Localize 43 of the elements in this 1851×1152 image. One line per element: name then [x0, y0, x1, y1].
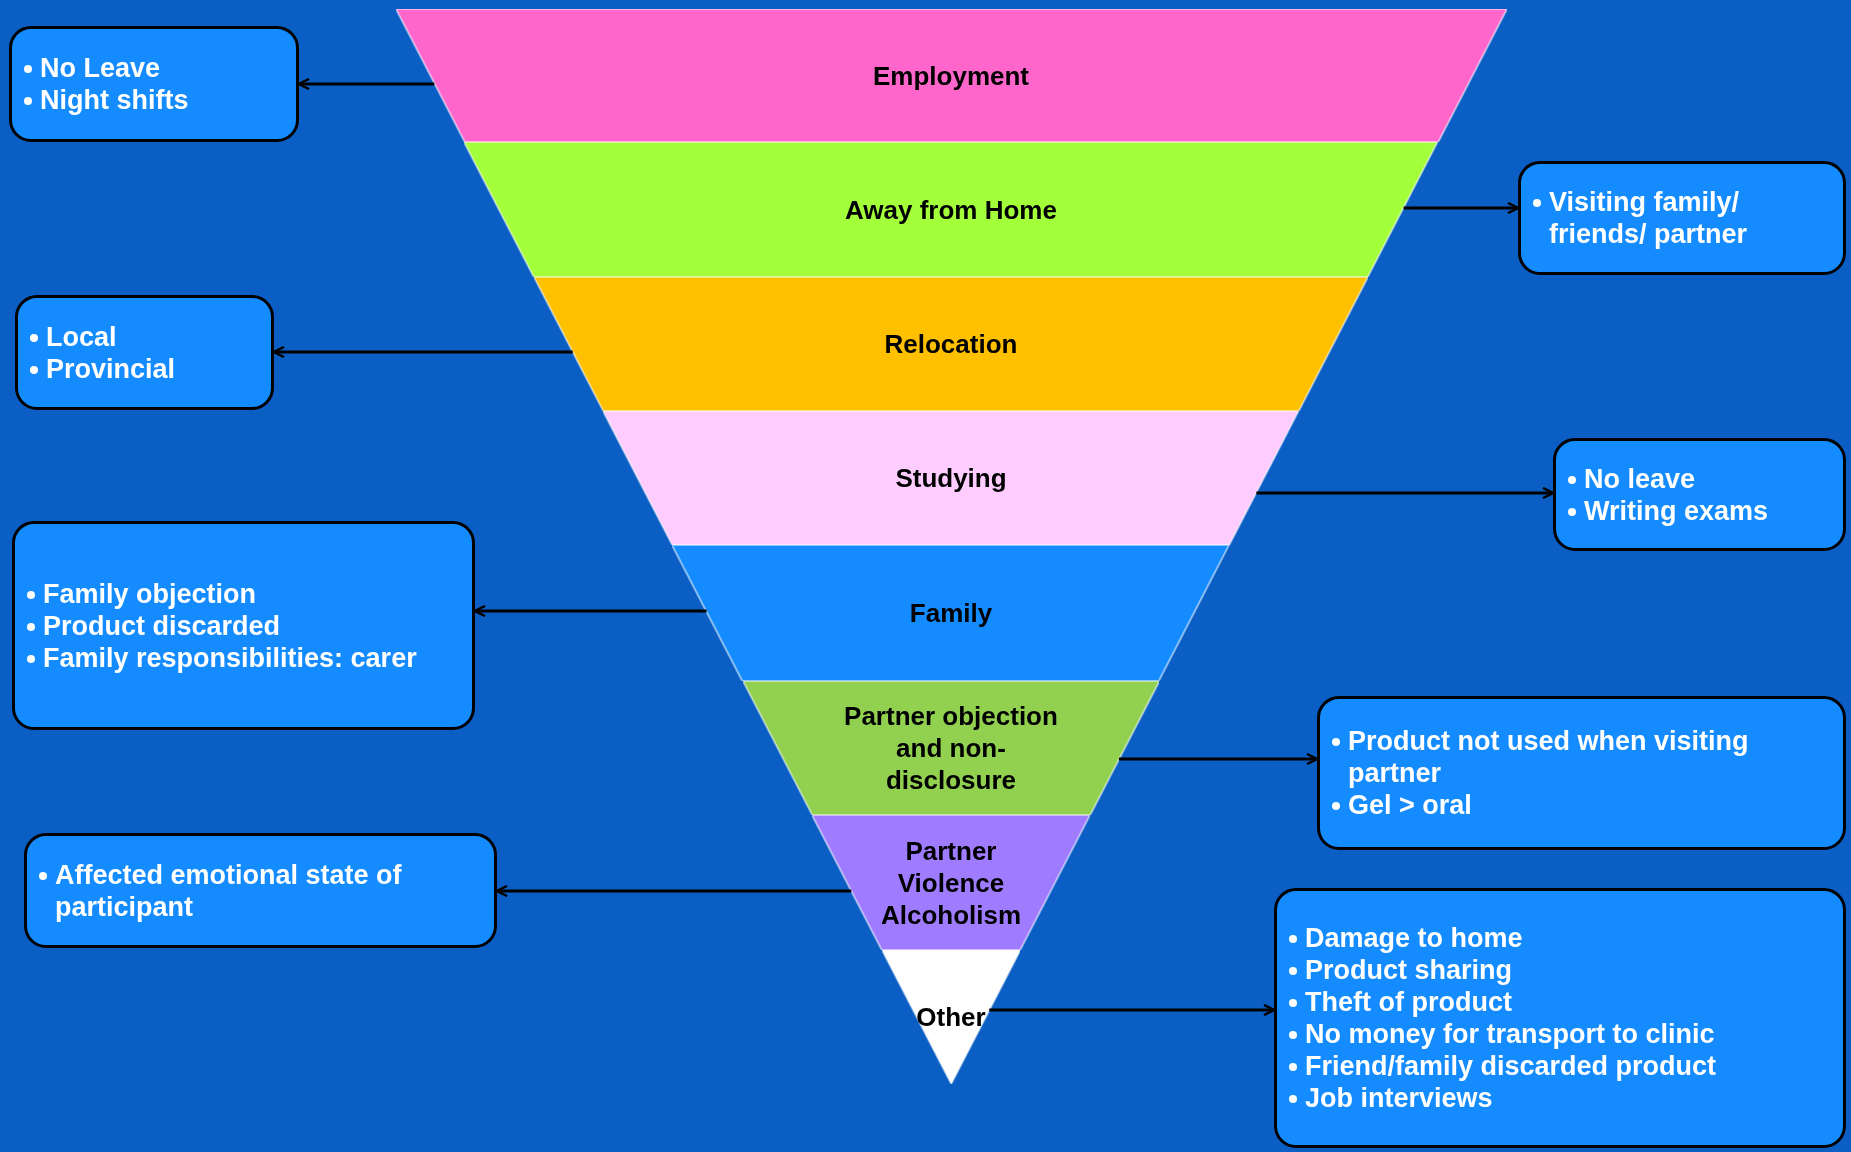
- callout-box: [12, 521, 475, 730]
- callout-box: [9, 26, 299, 142]
- band-label: Partner Violence Alcoholism: [881, 834, 1021, 931]
- band-label: Employment: [873, 59, 1029, 92]
- bullet-text: Theft of product: [1305, 986, 1512, 1018]
- band-label: Other: [916, 1001, 986, 1033]
- bullet-text: Local: [46, 320, 117, 353]
- band-label: Family: [909, 597, 993, 629]
- band-label: Partner objection and non-disclosure: [843, 700, 1059, 796]
- bullet-text: Visiting family/ friends/ partner: [1549, 186, 1749, 250]
- bullet-text: Product sharing: [1305, 954, 1513, 986]
- bullet-text: Family responsibilities: carer: [43, 641, 417, 674]
- bullet-text: Friend/family discarded product: [1305, 1050, 1717, 1082]
- callout-box: [24, 833, 497, 948]
- arrow: [297, 77, 435, 91]
- callout-box: [1553, 438, 1846, 551]
- arrow: [1403, 201, 1520, 215]
- bullet-text: Family objection: [43, 577, 257, 610]
- bullet-text: Affected emotional state of participant: [55, 858, 403, 923]
- bullet-text: Product discarded: [43, 609, 281, 642]
- callout-box: [1518, 161, 1846, 275]
- arrow: [1256, 486, 1555, 500]
- callout-box: [1317, 696, 1846, 850]
- bullet-text: Job interviews: [1305, 1082, 1493, 1114]
- arrow: [1118, 752, 1319, 766]
- bullet-text: Damage to home: [1305, 922, 1523, 954]
- bullet-text: No money for transport to clinic: [1305, 1018, 1715, 1050]
- bullet-text: Product not used when visiting partner: [1348, 725, 1750, 789]
- callout-box: [1274, 888, 1846, 1148]
- callout-box: [15, 295, 274, 410]
- bullet-text: No Leave: [40, 52, 161, 84]
- bullet-text: Writing exams: [1584, 494, 1769, 527]
- band-label: Relocation: [884, 328, 1018, 360]
- arrow: [989, 1003, 1276, 1017]
- bullet-text: No leave: [1584, 462, 1696, 495]
- bullet-text: Provincial: [46, 352, 176, 385]
- arrow: [473, 604, 707, 618]
- bullet-text: Gel > oral: [1348, 789, 1472, 821]
- arrow: [495, 884, 852, 898]
- arrow: [272, 345, 573, 359]
- band-label: Studying: [895, 462, 1007, 494]
- bullet-text: Night shifts: [40, 84, 189, 116]
- band-label: Away from Home: [845, 193, 1057, 226]
